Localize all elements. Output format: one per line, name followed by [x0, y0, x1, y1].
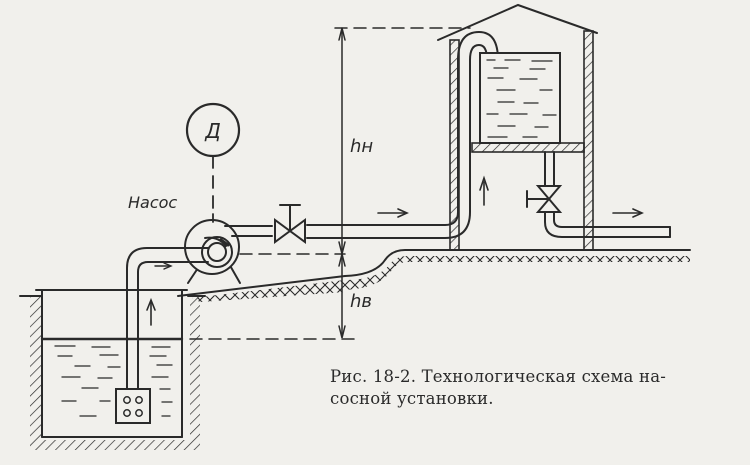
- electric-motor: [185, 102, 241, 223]
- head-dimensions: [189, 27, 471, 340]
- suction-well: [19, 289, 206, 450]
- water-ripples-well: [54, 345, 173, 417]
- water-ripples-tank: [486, 59, 557, 138]
- figure-caption: Рис. 18-2. Технологическая схема на- сос…: [330, 366, 730, 410]
- suction-pipe: [126, 247, 206, 390]
- outlet-pipe: [544, 208, 671, 238]
- intake-strainer: [115, 388, 151, 424]
- centrifugal-pump: [169, 219, 346, 302]
- storage-tank: [479, 52, 561, 144]
- suction-head-label: hв: [350, 291, 372, 312]
- motor-label: Д: [204, 119, 221, 143]
- outlet-valve: [526, 151, 563, 213]
- water-tower: [437, 3, 598, 251]
- ground-right: [344, 249, 691, 290]
- pump-label: Насос: [128, 193, 177, 212]
- discharge-head-label: hн: [350, 136, 373, 157]
- discharge-valve: [274, 204, 306, 244]
- caption-line-1: Рис. 18-2. Технологическая схема на-: [330, 367, 667, 386]
- caption-line-2: сосной установки.: [330, 389, 494, 408]
